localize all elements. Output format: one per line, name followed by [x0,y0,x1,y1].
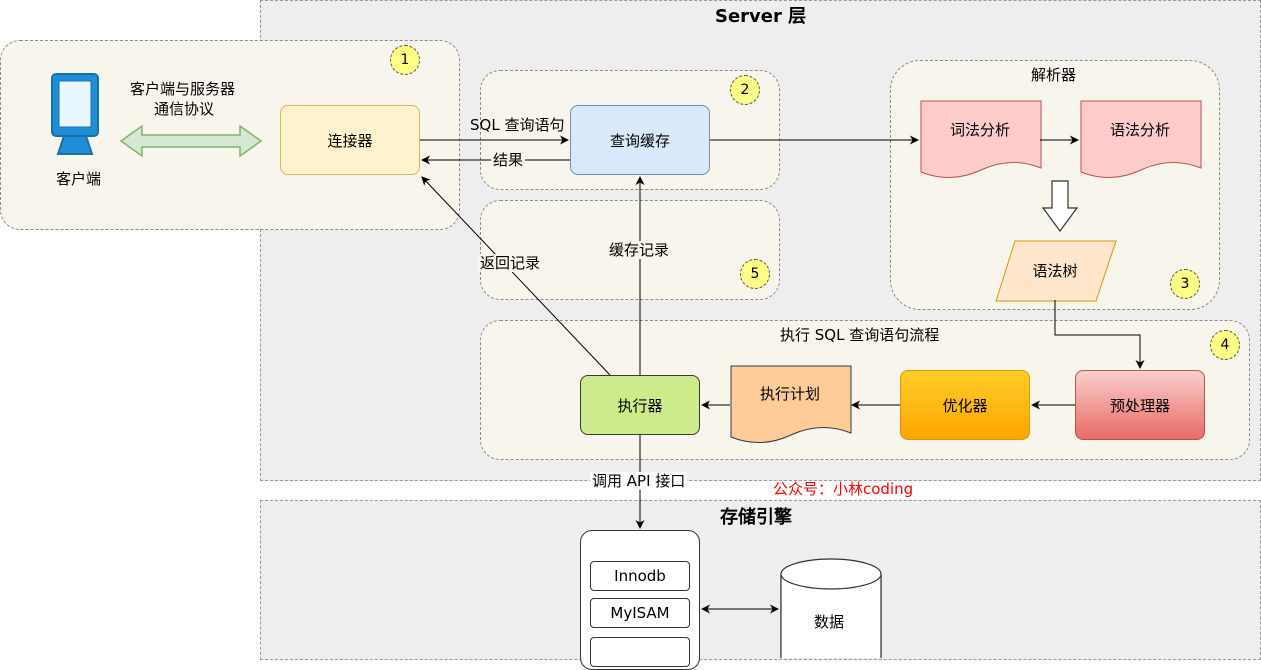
protocol-double-arrow [120,125,262,157]
data-store-label: 数据 [814,613,845,631]
down-block-arrow-icon [1042,180,1078,232]
lexical-analysis-node[interactable]: 词法分析 [949,120,1010,139]
watermark: 公众号：小林coding [773,480,914,498]
storage-layer [260,500,1261,660]
step-badge-5: 5 [740,259,770,289]
parser-title: 解析器 [1031,66,1077,84]
syntax-analysis-shape [1080,100,1202,178]
connector-node[interactable]: 连接器 [280,105,420,175]
optimizer-node[interactable]: 优化器 [900,370,1030,440]
lexical-analysis-shape [920,100,1042,178]
syntax-analysis-node[interactable]: 语法分析 [1109,120,1170,139]
edge-label-cache-records: 缓存记录 [607,241,672,259]
server-layer-title: Server 层 [715,6,807,27]
syntax-tree-node[interactable]: 语法树 [1032,261,1078,280]
client-label: 客户端 [56,170,102,188]
data-store-cylinder [780,558,882,658]
edge-label-call-api: 调用 API 接口 [590,472,688,490]
step-badge-2: 2 [730,75,760,105]
edge-label-sql-query: SQL 查询语句 [470,116,565,134]
step-badge-4: 4 [1210,330,1240,360]
storage-layer-title: 存储引擎 [720,507,792,528]
protocol-label-line1: 客户端与服务器 [130,80,236,98]
preprocessor-node[interactable]: 预处理器 [1075,370,1205,440]
exec-plan-node[interactable]: 执行计划 [759,384,820,403]
exec-plan-shape [730,365,852,443]
exec-flow-title: 执行 SQL 查询语句流程 [780,326,940,344]
engine-myisam[interactable]: MyISAM [590,598,690,628]
engine-other[interactable] [590,637,690,667]
edge-label-return-records: 返回记录 [478,254,543,272]
protocol-label-line2: 通信协议 [154,100,215,118]
step-badge-1: 1 [390,45,420,75]
query-cache-node[interactable]: 查询缓存 [570,105,710,175]
executor-node[interactable]: 执行器 [580,375,700,435]
engine-innodb[interactable]: Innodb [590,561,690,591]
step-badge-3: 3 [1170,269,1200,299]
edge-label-result: 结果 [491,151,526,169]
monitor-icon [51,73,99,155]
